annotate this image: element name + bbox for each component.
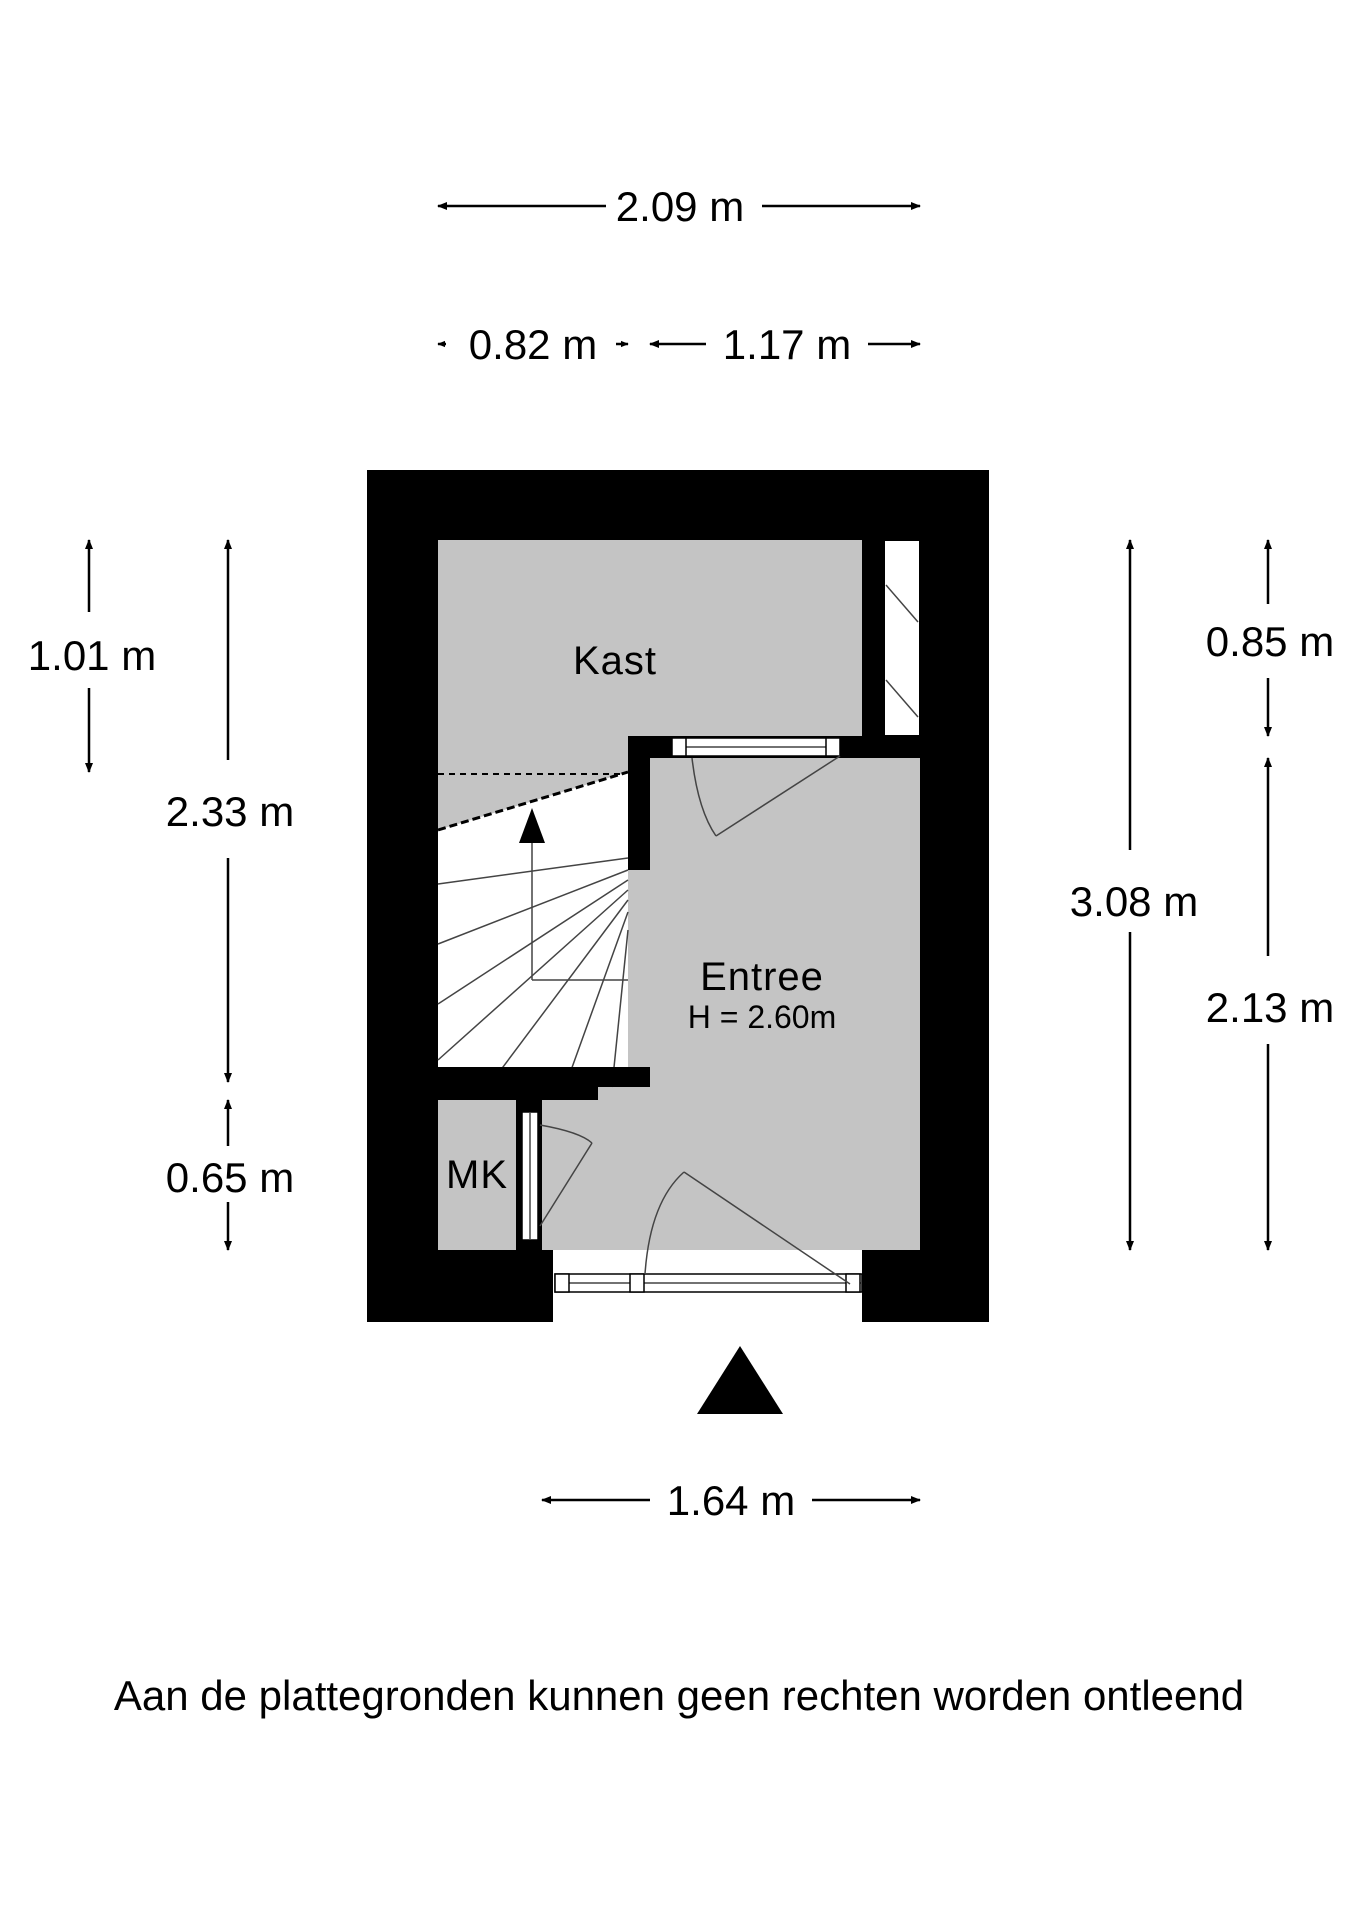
cupboard-inner <box>883 539 921 737</box>
room-label-kast: Kast <box>573 639 657 683</box>
dim-right-upper: 0.85 m <box>1206 618 1334 665</box>
dim-bottom: 1.64 m <box>667 1477 795 1524</box>
entrance-triangle-icon <box>697 1346 783 1414</box>
dim-top-left: 0.82 m <box>469 321 597 368</box>
mk-floor <box>438 1100 516 1250</box>
dim-top-right: 1.17 m <box>723 321 851 368</box>
stair-arrow-icon <box>519 808 545 843</box>
staircase <box>438 772 628 1087</box>
door-swing-front <box>644 1171 685 1275</box>
room-label-mk: MK <box>446 1153 508 1197</box>
inner-wall-vertical <box>628 736 650 870</box>
dim-top-total: 2.09 m <box>616 183 744 230</box>
entree-floor <box>650 758 920 1250</box>
dim-right-lower: 2.13 m <box>1206 984 1334 1031</box>
door-swing-upper <box>691 757 717 837</box>
dim-left-lower: 0.65 m <box>166 1154 294 1201</box>
entree-floor-lower <box>542 1087 672 1250</box>
door-swing-mk <box>539 1124 593 1144</box>
room-height-entree: H = 2.60m <box>688 999 837 1035</box>
room-label-entree: Entree <box>700 955 824 999</box>
disclaimer-text: Aan de plattegronden kunnen geen rechten… <box>113 1672 1245 1719</box>
stair-bottom-wall <box>438 1067 598 1100</box>
dim-right-total: 3.08 m <box>1070 878 1198 925</box>
dim-left-upper: 1.01 m <box>28 632 156 679</box>
dim-left-middle: 2.33 m <box>166 788 294 835</box>
